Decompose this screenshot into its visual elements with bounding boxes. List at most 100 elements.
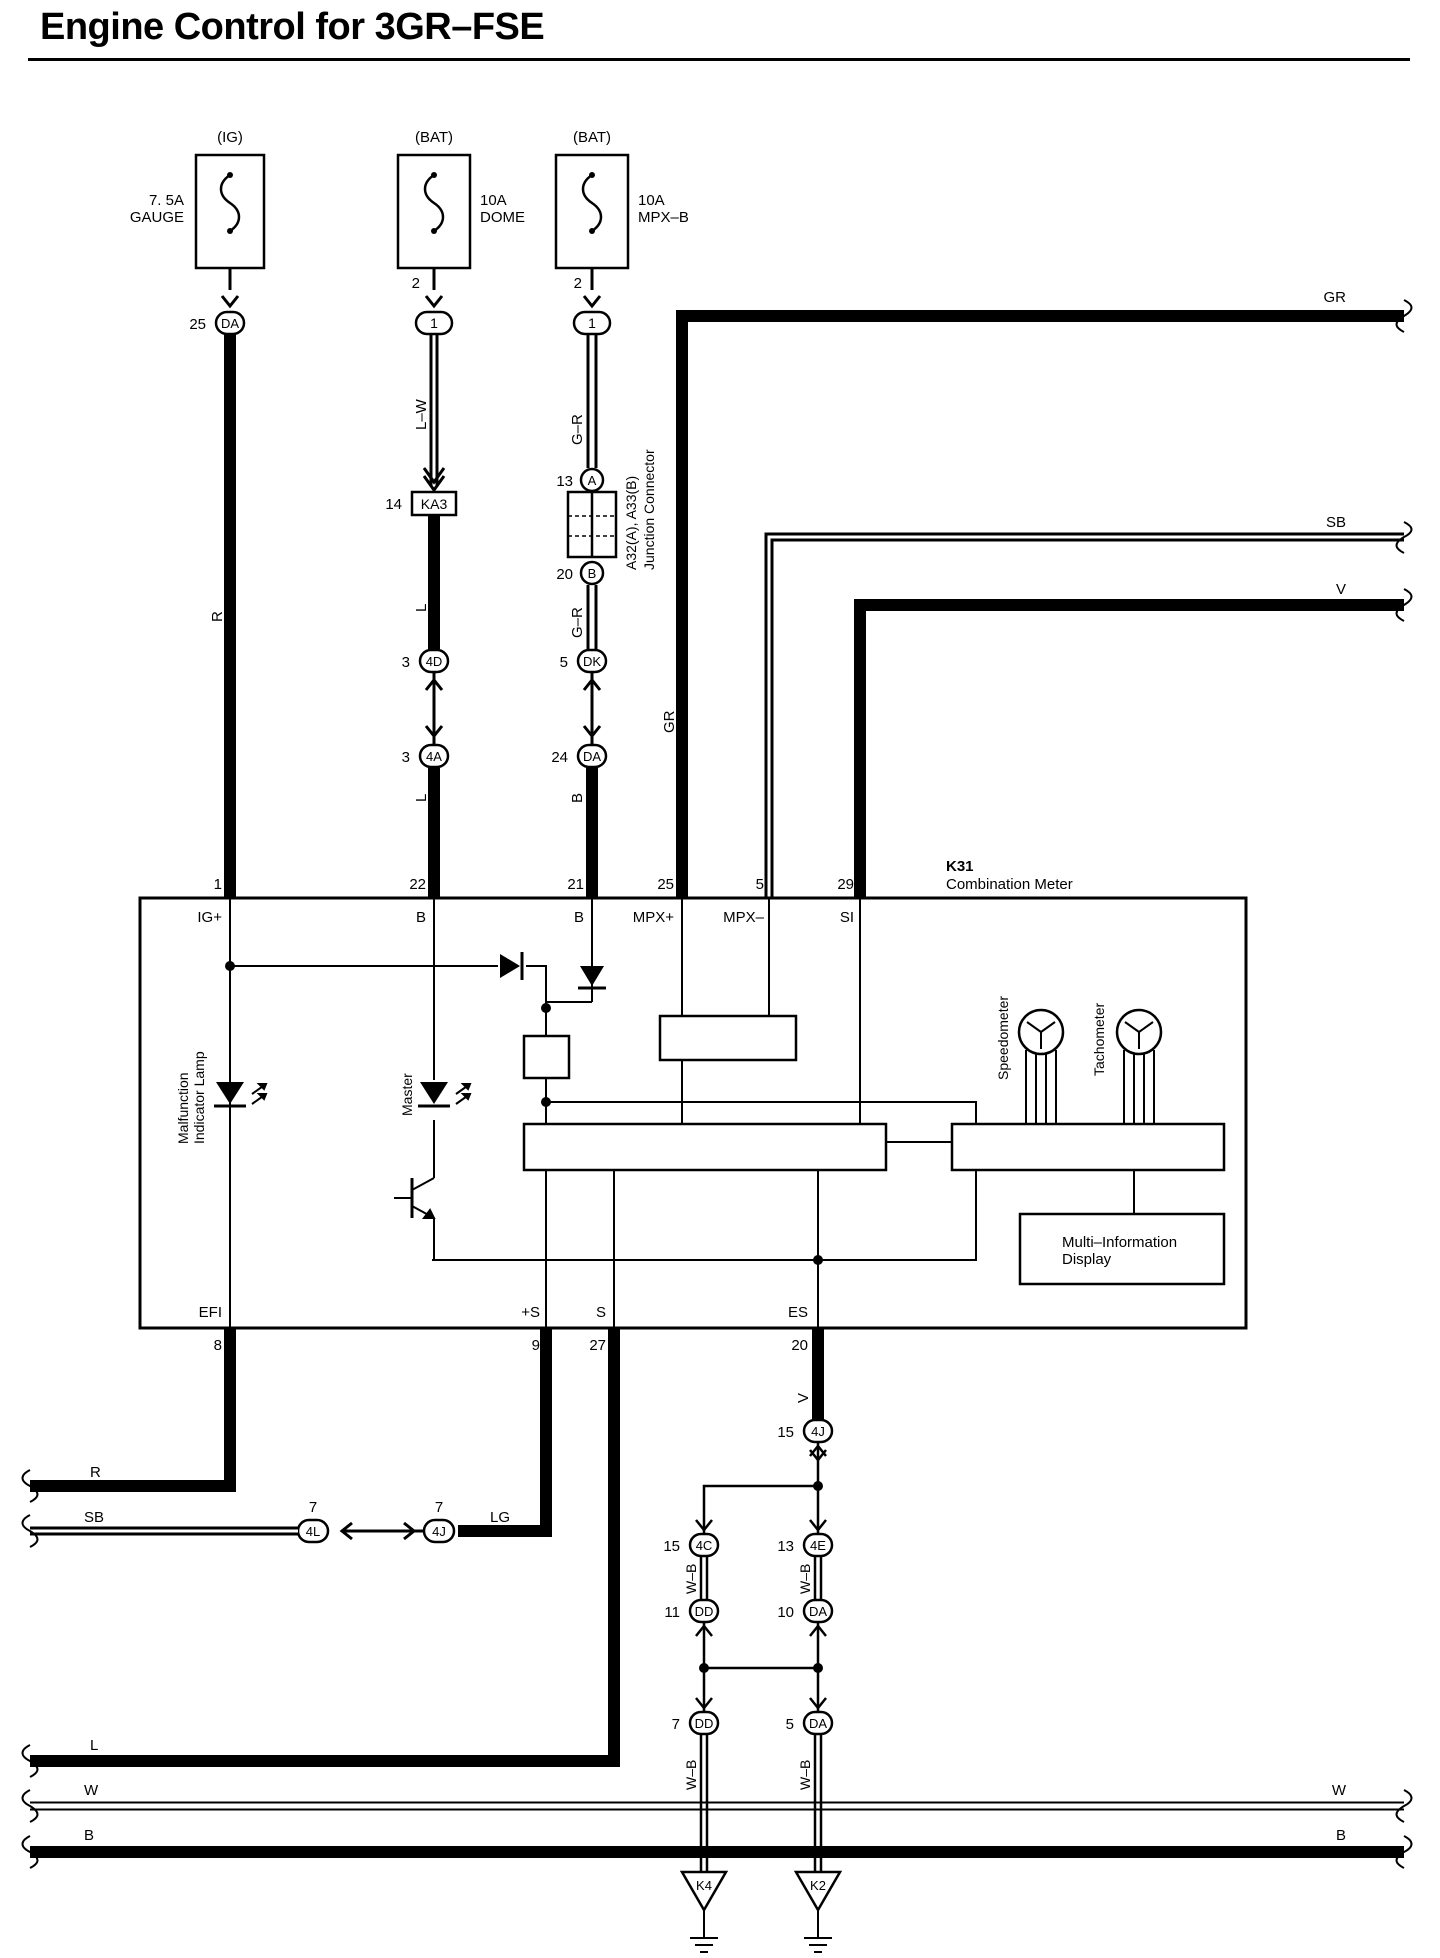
meter-bottom-pin: 9 — [532, 1337, 540, 1354]
wire-l2-label: L — [413, 794, 430, 802]
tachometer-label: Tachometer — [1091, 1003, 1107, 1076]
meter-term: +S — [521, 1304, 540, 1321]
connector-pin: 25 — [189, 316, 206, 333]
ground-k2-label: K2 — [810, 1878, 826, 1893]
connector-code: DD — [695, 1604, 714, 1619]
wire-l-s: L — [21, 1328, 620, 1778]
wire-w-right-label: W — [1332, 1782, 1347, 1799]
meter-term: B — [574, 909, 584, 926]
wire-gr1-label: G–R — [569, 414, 586, 445]
meter-bottom-pin: 27 — [589, 1337, 606, 1354]
connector-code: DA — [221, 316, 239, 331]
title-rule — [28, 58, 1410, 61]
wire-l-lower: L — [413, 768, 440, 898]
mid-label2: Display — [1062, 1251, 1112, 1268]
mid-label1: Multi–Information — [1062, 1234, 1177, 1251]
connector-code: 1 — [588, 315, 596, 331]
connector-code: 4A — [426, 749, 442, 764]
wire-lw: L–W — [413, 268, 446, 493]
junction-b-code: B — [588, 566, 597, 581]
fuse-dome-supply: (BAT) — [415, 129, 453, 146]
wire-r-label: R — [209, 611, 226, 622]
meter-term: SI — [840, 909, 854, 926]
connector-pin: 13 — [777, 1538, 794, 1555]
connector-1-dome: 1 — [414, 310, 454, 336]
connector-pin: 3 — [402, 749, 410, 766]
wire-sb-right-label: SB — [1326, 514, 1346, 531]
connector-link-dk-da — [582, 672, 602, 745]
meter-top-pin: 22 — [409, 876, 426, 893]
ground-k4: K4 — [679, 1870, 729, 1953]
combination-meter: K31 Combination Meter 1 22 21 25 5 29 IG… — [138, 858, 1248, 1354]
connector-pin: 14 — [385, 496, 402, 513]
fuse-mpxb-name: MPX–B — [638, 209, 689, 226]
connector-pin: 10 — [777, 1604, 794, 1621]
speedometer-label: Speedometer — [995, 996, 1011, 1080]
connector-code: 4C — [696, 1538, 713, 1553]
connector-pin: 15 — [663, 1538, 680, 1555]
wire-l-upper: L — [413, 515, 440, 650]
connector-code: DA — [583, 749, 601, 764]
junction-connector: A 13 B 20 A32(A), A33(B) Junction Connec… — [556, 449, 657, 586]
ground-k2: K2 — [793, 1870, 843, 1953]
connector-4j-7: 4J 7 — [422, 1499, 456, 1544]
connector-da-5: DA 5 — [786, 1710, 834, 1736]
master-label: Master — [399, 1073, 415, 1116]
meter-top-pin: 1 — [214, 876, 222, 893]
multi-information-display — [1018, 1212, 1226, 1286]
junction-a-pin: 13 — [556, 473, 573, 490]
ground-k4-label: K4 — [696, 1878, 712, 1893]
meter-term: MPX– — [723, 909, 765, 926]
connector-link-4d-4a — [424, 672, 444, 745]
meter-term: IG+ — [197, 909, 222, 926]
meter-name: Combination Meter — [946, 876, 1073, 893]
connector-code: 1 — [430, 315, 438, 331]
fuse-gauge-rating: 7. 5A — [149, 192, 184, 209]
meter-term: B — [416, 909, 426, 926]
diode-icon — [500, 954, 520, 978]
wire-r-efi: R — [21, 1328, 236, 1503]
mil-label1: Malfunction — [175, 1072, 191, 1144]
connector-1-mpxb: 1 — [572, 310, 612, 336]
branch-split-lower — [695, 1622, 827, 1712]
meter-top-pin: 21 — [567, 876, 584, 893]
connector-code: 4D — [426, 654, 443, 669]
connector-ka3: KA3 14 — [385, 490, 458, 517]
wire-gr-v-label: GR — [661, 710, 678, 733]
junction-label2: Junction Connector — [641, 449, 657, 570]
fuse-gauge: (IG) 7. 5A GAUGE — [130, 129, 266, 270]
resistor-box — [522, 1034, 571, 1080]
wire-w-left-label: W — [84, 1782, 99, 1799]
wire-sb-left-label: SB — [84, 1509, 104, 1526]
connector-pin: 15 — [777, 1424, 794, 1441]
mil-label2: Indicator Lamp — [191, 1051, 207, 1144]
wire-sb: SB — [764, 514, 1413, 898]
fuse-gauge-supply: (IG) — [217, 129, 243, 146]
wire-b-left-label: B — [84, 1827, 94, 1844]
fuse-mpx-b: (BAT) 10A MPX–B 2 — [554, 129, 689, 292]
wb-short-links — [699, 1556, 823, 1600]
malfunction-indicator-lamp-icon — [216, 1082, 244, 1104]
wire-b-bus: B B — [21, 1827, 1413, 1869]
wire-wb2-label: W–B — [797, 1564, 813, 1594]
wire-lw-label: L–W — [413, 398, 430, 430]
junction-label1: A32(A), A33(B) — [623, 476, 639, 570]
wire-v-es: V — [795, 1328, 824, 1420]
wire-gr2-label: G–R — [569, 607, 586, 638]
wire-wb4-label: W–B — [797, 1760, 813, 1790]
fuse-mpxb-pin: 2 — [574, 275, 582, 292]
connector-pin: 3 — [402, 654, 410, 671]
wb-ground-links — [699, 1734, 823, 1872]
fuse-gauge-name: GAUGE — [130, 209, 184, 226]
meter-top-pin: 25 — [657, 876, 674, 893]
connector-da-10: DA 10 — [777, 1598, 834, 1624]
connector-pin: 5 — [560, 654, 568, 671]
meter-logic-box — [522, 1122, 888, 1172]
connector-code: 4L — [306, 1524, 320, 1539]
wire-gr-lower: G–R — [569, 585, 598, 650]
transistor-icon — [394, 1177, 436, 1261]
connector-da-25: DA 25 — [189, 310, 246, 336]
connector-4l-7: 4L 7 — [296, 1499, 330, 1544]
connector-pin: 7 — [672, 1716, 680, 1733]
